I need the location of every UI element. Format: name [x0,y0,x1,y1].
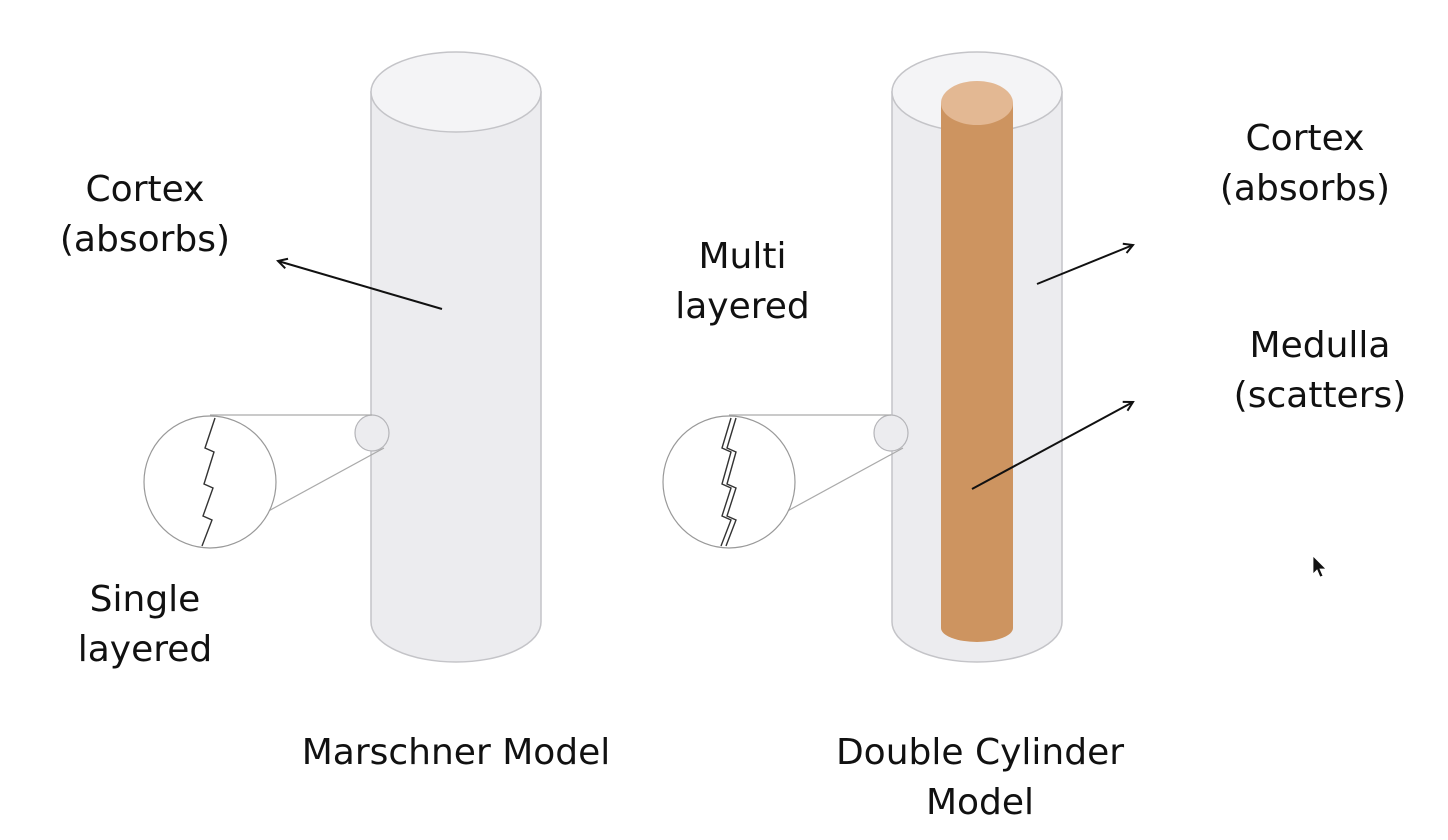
layer-label-line1: Multi [698,236,787,277]
double-title-line1: Double Cylinder [835,732,1125,773]
medulla-label-line2: (scatters) [1233,375,1407,416]
cortex-label-line2: (absorbs) [59,219,231,260]
cortex-label-line1: Cortex [1245,118,1365,159]
multi-layer-cuticle-edge-1 [720,417,732,547]
cortex-label-line1: Cortex [85,169,205,210]
double-title-line2: Model [925,782,1035,823]
cortex-label-line2: (absorbs) [1219,168,1391,209]
layer-label-line2: layered [77,629,213,670]
marschner-model-title: Marschner Model [256,728,656,778]
medulla-label-line1: Medulla [1249,325,1391,366]
medulla-body [941,103,1013,642]
double-cylinder-model-title: Double Cylinder Model [780,728,1180,828]
double-cortex-label: Cortex (absorbs) [1200,114,1410,214]
double-cortex-arrow [1036,245,1133,285]
single-layer-cuticle-edge [201,417,216,547]
marschner-zoom-circle [143,415,277,549]
marschner-magnifier [143,414,390,549]
double-cylinder-magnifier [662,414,909,549]
medulla-label: Medulla (scatters) [1205,321,1435,421]
marschner-cortex-arrow [278,261,443,310]
single-layered-label: Single layered [40,575,250,675]
double-surface-spot [873,414,909,452]
layer-label-line1: Single [89,579,201,620]
multi-layer-cuticle-edge-2 [725,417,737,547]
multi-layered-label: Multi layered [645,232,840,332]
mouse-cursor-icon [1312,555,1327,578]
magnifier-line-bottom [251,447,385,521]
medulla-arrow [971,402,1133,490]
marschner-title-text: Marschner Model [301,732,611,773]
medulla-top [941,81,1013,125]
marschner-cylinder-top [370,51,542,133]
marschner-cylinder-body [370,91,542,663]
double-zoom-circle [662,415,796,549]
marschner-cylinder [370,51,542,663]
magnifier-line-bottom [770,447,904,521]
marschner-surface-spot [354,414,390,452]
marschner-cortex-label: Cortex (absorbs) [40,165,250,265]
medulla-cylinder [941,81,1013,642]
layer-label-line2: layered [675,286,810,327]
